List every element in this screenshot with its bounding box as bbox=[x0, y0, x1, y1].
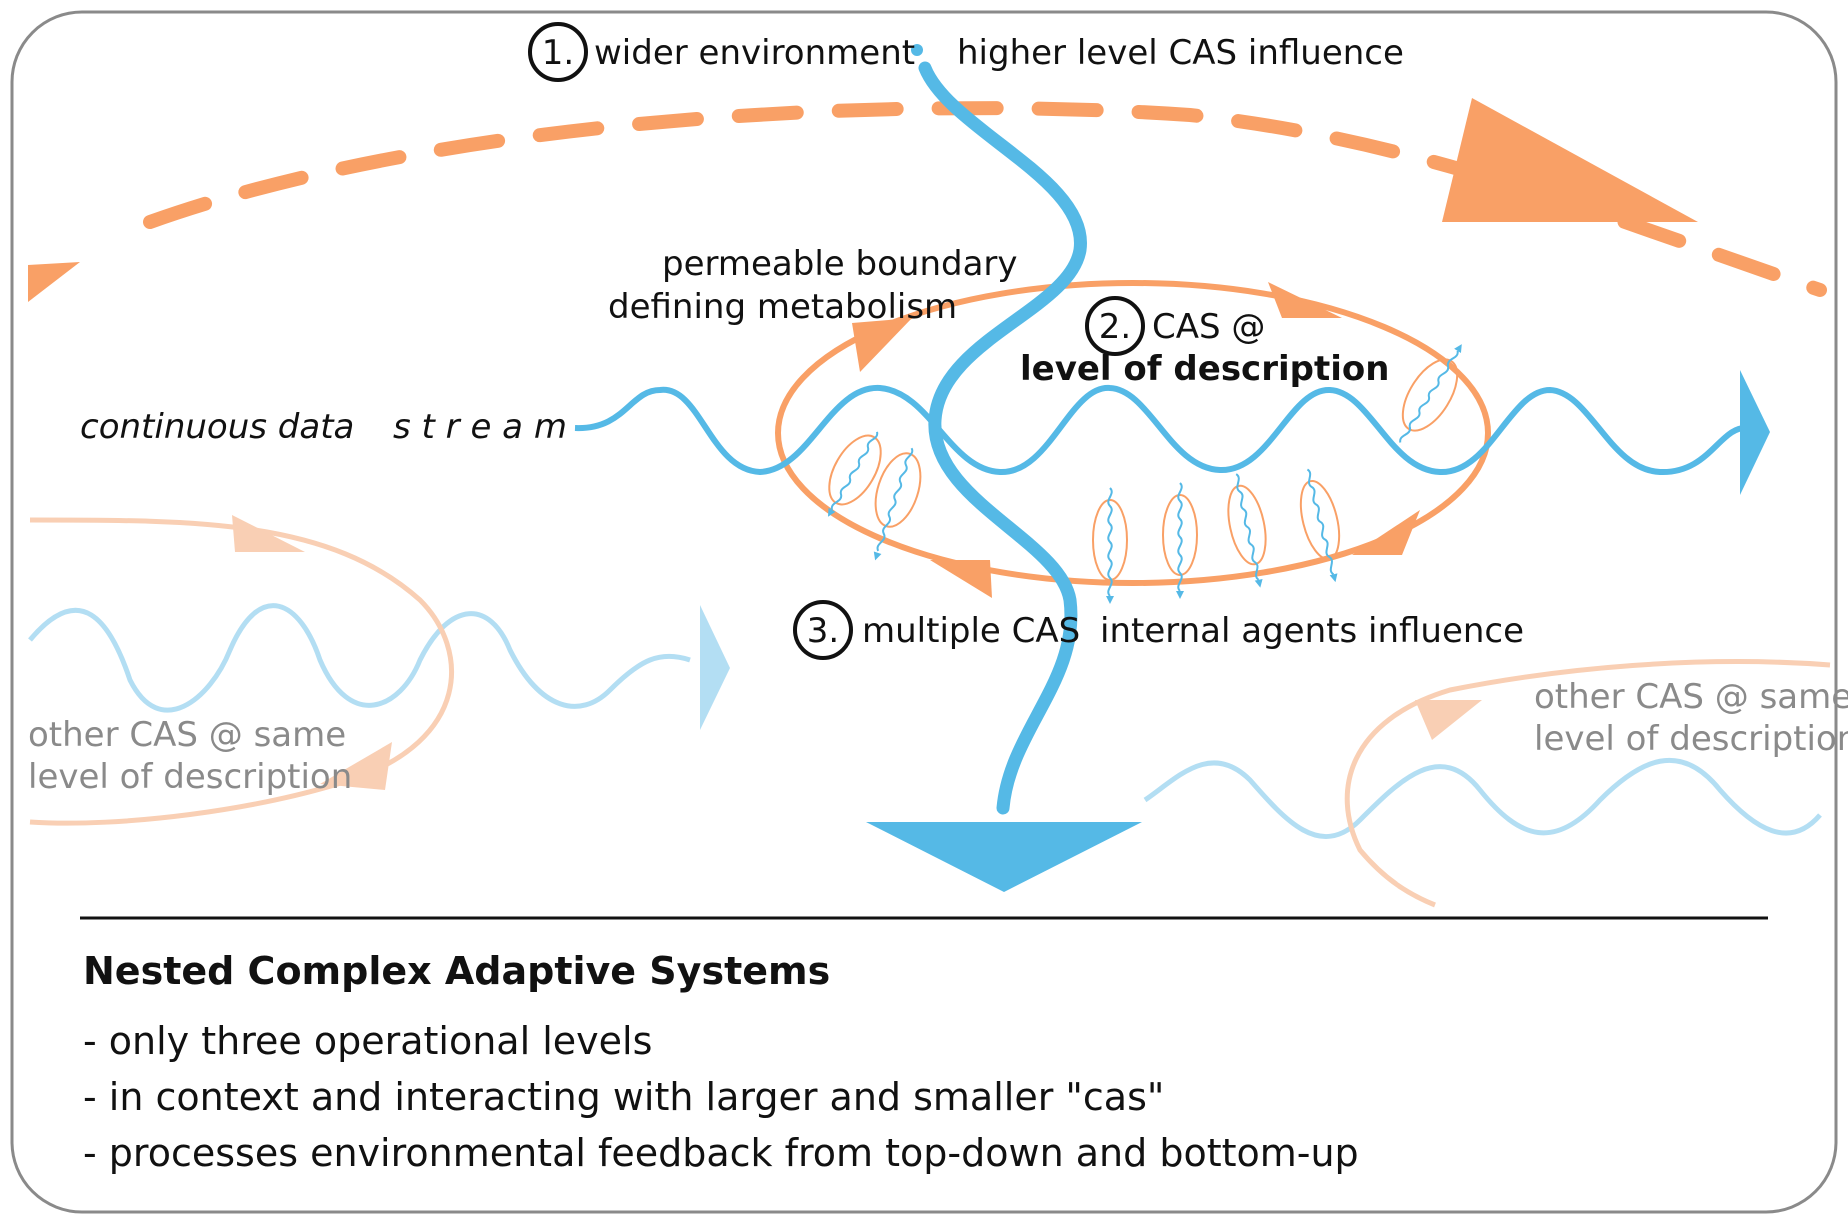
level-2-number: 2. bbox=[1099, 307, 1131, 347]
central-cas bbox=[775, 280, 1491, 598]
level-3-label: multiple CAS bbox=[862, 611, 1080, 651]
agent-4 bbox=[1162, 482, 1198, 599]
right-cas-arrow bbox=[1415, 700, 1482, 740]
internal-agents bbox=[828, 344, 1462, 604]
summary-bullet-2: - in context and interacting with larger… bbox=[83, 1075, 1164, 1119]
right-cas-boundary bbox=[1344, 659, 1831, 908]
level-3-circle bbox=[793, 600, 853, 660]
data-stream-label-b: s t r e a m bbox=[393, 407, 567, 447]
influence-stream bbox=[918, 61, 1087, 815]
left-cas-stream-arrow bbox=[700, 605, 730, 730]
boundary-label-line2: defining metabolism bbox=[608, 287, 957, 327]
wider-environment-arc bbox=[28, 98, 1827, 302]
level-2-bold-label: level of description bbox=[1020, 349, 1389, 389]
level-1-marker: 1. wider environment bbox=[528, 22, 915, 82]
agent-6 bbox=[1299, 468, 1341, 583]
agent-5 bbox=[1227, 473, 1267, 588]
higher-influence-label: higher level CAS influence bbox=[957, 33, 1404, 73]
higher-level-influence-stream bbox=[866, 44, 1142, 892]
agent-3 bbox=[1092, 487, 1128, 604]
boundary-arrow-upper-left bbox=[852, 318, 912, 372]
boundary-arrow-bottom bbox=[930, 560, 992, 598]
level-3-number: 3. bbox=[807, 611, 839, 651]
agent-1 bbox=[828, 431, 882, 517]
level-2-marker: 2. CAS @ level of description bbox=[1020, 296, 1389, 389]
influence-stream-arrow bbox=[866, 822, 1142, 892]
summary-bullet-1: - only three operational levels bbox=[83, 1019, 652, 1063]
level-2-circle bbox=[1085, 296, 1145, 356]
influence-dot bbox=[911, 44, 923, 56]
diagram-frame bbox=[10, 10, 1838, 1214]
other-left-label-line2: level of description bbox=[28, 757, 352, 797]
dashed-arc-head-arrow bbox=[1442, 98, 1698, 222]
boundary-arrow-right bbox=[1352, 510, 1420, 555]
right-cas-wave bbox=[1143, 758, 1822, 840]
level-2-label: CAS @ bbox=[1152, 307, 1265, 347]
boundary-arrow-top bbox=[1268, 282, 1342, 318]
central-cas-boundary bbox=[775, 280, 1491, 586]
internal-influence-label: internal agents influence bbox=[1100, 611, 1524, 651]
other-right-label-line2: level of description bbox=[1534, 719, 1848, 759]
other-cas-left bbox=[28, 515, 730, 826]
data-stream-wave bbox=[574, 384, 1749, 476]
left-cas-arrow-bottom bbox=[320, 742, 392, 790]
summary-bullet-3: - processes environmental feedback from … bbox=[83, 1131, 1359, 1175]
continuous-data-stream bbox=[574, 370, 1770, 495]
data-stream-label-a: continuous data bbox=[80, 407, 354, 447]
left-cas-wave bbox=[28, 603, 691, 713]
boundary-label-line1: permeable boundary bbox=[662, 244, 1018, 284]
level-1-label: wider environment bbox=[594, 33, 915, 73]
other-cas-right bbox=[1143, 659, 1831, 908]
left-cas-arrow-top bbox=[232, 515, 305, 552]
data-stream-arrow bbox=[1740, 370, 1770, 495]
other-right-label-line1: other CAS @ same bbox=[1534, 677, 1848, 717]
agent-2 bbox=[873, 447, 922, 561]
other-left-label-line1: other CAS @ same bbox=[28, 715, 346, 755]
dashed-arc-start-arrow bbox=[28, 262, 80, 302]
level-3-marker: 3. multiple CAS bbox=[793, 600, 1080, 660]
summary-title: Nested Complex Adaptive Systems bbox=[83, 949, 830, 993]
agent-7 bbox=[1399, 344, 1462, 443]
level-1-circle bbox=[528, 22, 588, 82]
level-1-number: 1. bbox=[542, 33, 574, 73]
